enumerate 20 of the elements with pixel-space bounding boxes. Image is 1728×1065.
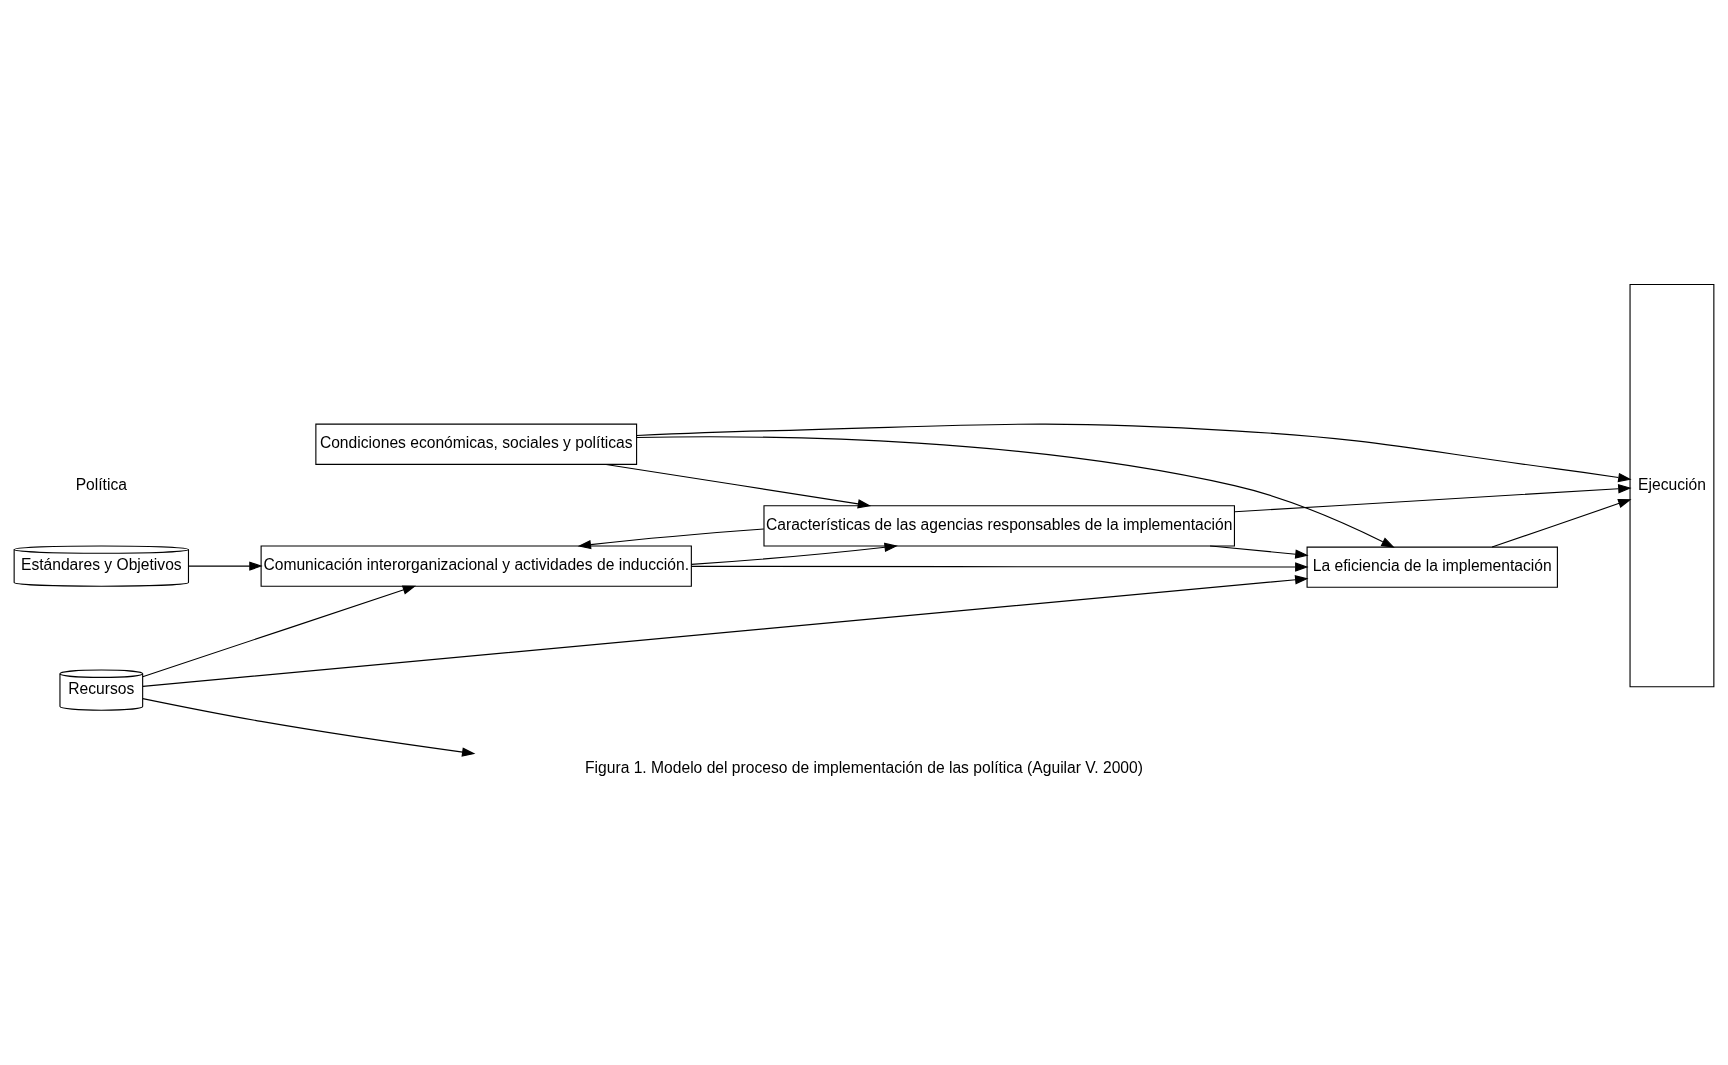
node-box: Características de las agencias responsables de la implementación	[763, 504, 1235, 546]
arrow	[690, 542, 898, 565]
arrow	[636, 423, 1632, 482]
arrow	[636, 435, 1395, 548]
arrow	[188, 560, 263, 571]
arrow	[605, 463, 872, 509]
node-box: Condiciones económicas, sociales y políticas	[315, 423, 638, 465]
arrow	[142, 697, 476, 757]
arrow	[1209, 544, 1309, 559]
arrow	[142, 585, 417, 677]
node-box: Ejecución	[1629, 283, 1715, 687]
caption: Figura 1. Modelo del proceso de implementación de las política (Aguilar V. 2000)	[585, 758, 1143, 776]
arrow	[142, 574, 1309, 687]
label: Política	[75, 475, 127, 493]
node-box: Comunicación interorganizacional y actividades de inducción.	[260, 544, 692, 587]
arrow	[1234, 483, 1632, 512]
arrow	[577, 527, 765, 549]
arrow	[690, 561, 1309, 572]
arrow	[1491, 498, 1632, 548]
node-box: La eficiencia de la implementación	[1306, 546, 1558, 588]
